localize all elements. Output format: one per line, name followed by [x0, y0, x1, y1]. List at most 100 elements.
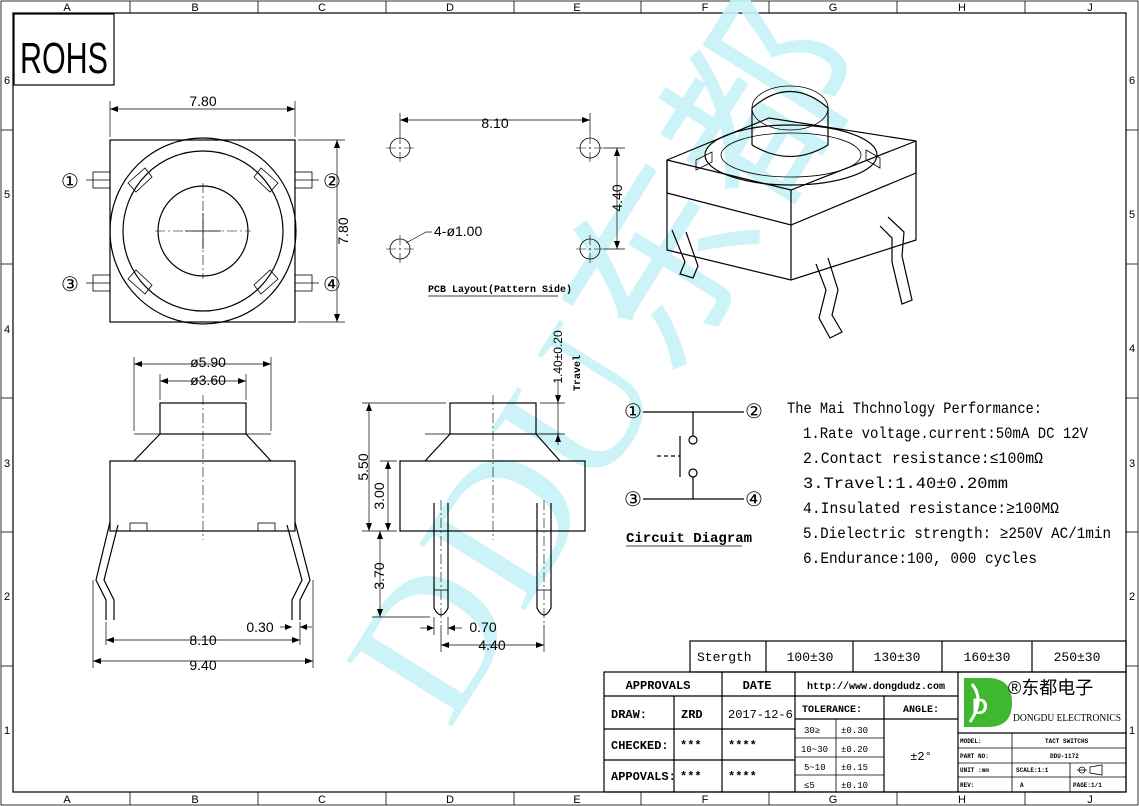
- column-label: A: [63, 794, 71, 806]
- circuit-diagram: ① ② ③ ④ Circuit Diagram: [624, 401, 763, 547]
- row-label: 4: [1129, 343, 1135, 355]
- rev-label: REV:: [960, 782, 974, 789]
- appovals-name: ***: [680, 770, 702, 784]
- model-value: TACT SWITCHS: [1045, 738, 1089, 745]
- circuit-pin-1: ①: [624, 401, 642, 423]
- column-label: H: [958, 794, 966, 806]
- column-label: G: [829, 2, 838, 14]
- performance-title: The Mai Thchnology Performance:: [787, 400, 1042, 418]
- draw-name: ZRD: [681, 708, 703, 722]
- strength-table: Stergth 100±30 130±30 160±30 250±30: [689, 640, 1127, 673]
- company-name-en: DONGDU ELECTRONICS: [1013, 713, 1121, 724]
- checked-label: CHECKED:: [611, 739, 669, 753]
- column-label: D: [446, 794, 454, 806]
- column-label: C: [318, 2, 326, 14]
- row-label: 2: [4, 591, 10, 603]
- projection-symbol-icon: [1077, 764, 1103, 776]
- circuit-pin-3: ③: [624, 489, 642, 511]
- svg-text:7.80: 7.80: [189, 93, 216, 109]
- column-label: B: [191, 794, 198, 806]
- draw-date: 2017-12-6: [728, 708, 793, 722]
- page-label: PAGE:1/1: [1073, 782, 1102, 789]
- tolerance-label: TOLERANCE:: [802, 705, 862, 716]
- strength-value: 130±30: [874, 650, 921, 665]
- tolerance-value: ±0.20: [841, 745, 868, 755]
- strength-label: Stergth: [697, 650, 752, 665]
- tolerance-value: ±0.10: [841, 781, 868, 791]
- performance-item: 6.Endurance:100, 000 cycles: [803, 550, 1037, 568]
- svg-text:ROHS: ROHS: [20, 34, 108, 83]
- strength-value: 160±30: [964, 650, 1011, 665]
- rev-value: A: [1020, 782, 1024, 789]
- row-label: 2: [1129, 591, 1135, 603]
- svg-text:1.40±0.20: 1.40±0.20: [551, 330, 565, 384]
- pin-1-label: ①: [61, 171, 79, 193]
- performance-item: 2.Contact resistance:≤100mΩ: [803, 450, 1043, 468]
- side-view: 1.40±0.20 Travel 5.50 3.00 3.70 0.70 4.4…: [355, 330, 586, 653]
- title-block: APPROVALS DATE DRAW: ZRD 2017-12-6 CHECK…: [603, 671, 1127, 793]
- strength-value: 250±30: [1054, 650, 1101, 665]
- appovals-date: ****: [728, 770, 757, 784]
- frame-row-labels: 6 5 4 3 2 1 6 5 4 3 2 1: [4, 75, 1135, 737]
- front-view: ø5.90 ø3.60 8.10 9.40 0.30: [92, 354, 314, 673]
- approvals-header: APPROVALS: [626, 679, 691, 693]
- svg-text:8.10: 8.10: [189, 632, 216, 648]
- website-url: http://www.dongdudz.com: [807, 681, 945, 693]
- svg-text:8.10: 8.10: [481, 115, 508, 131]
- part-label: PART NO:: [960, 753, 989, 760]
- svg-text:4.40: 4.40: [478, 637, 505, 653]
- checked-date: ****: [728, 739, 757, 753]
- svg-text:9.40: 9.40: [189, 657, 216, 673]
- svg-text:5.50: 5.50: [355, 453, 371, 480]
- column-label: D: [446, 2, 454, 14]
- row-label: 3: [4, 458, 10, 470]
- row-label: 4: [4, 324, 10, 336]
- column-label: J: [1087, 794, 1093, 806]
- performance-spec: The Mai Thchnology Performance: 1.Rate v…: [787, 400, 1111, 568]
- appovals-label: APPOVALS:: [611, 770, 676, 784]
- performance-item: 5.Dielectric strength: ≥250V AC/1min: [803, 525, 1111, 543]
- column-label: E: [573, 2, 580, 14]
- column-label: C: [318, 794, 326, 806]
- column-label: G: [829, 794, 838, 806]
- column-label: B: [191, 2, 198, 14]
- row-label: 6: [1129, 75, 1135, 87]
- column-label: E: [573, 794, 580, 806]
- top-view: 7.80 7.80 ① ② ③ ④: [61, 93, 351, 325]
- circuit-caption: Circuit Diagram: [626, 531, 752, 547]
- pin-2-label: ②: [323, 171, 341, 193]
- part-value: DDU-1172: [1050, 753, 1079, 760]
- row-label: 3: [1129, 458, 1135, 470]
- row-label: 5: [4, 189, 10, 201]
- row-label: 1: [1129, 725, 1135, 737]
- isometric-view: [666, 85, 917, 339]
- angle-label: ANGLE:: [903, 705, 939, 716]
- column-label: F: [702, 2, 709, 14]
- svg-text:D: D: [972, 694, 988, 719]
- svg-text:0.30: 0.30: [246, 619, 273, 635]
- scale-label: SCALE:1:1: [1016, 767, 1049, 774]
- pin-4-label: ④: [323, 274, 341, 296]
- strength-value: 100±30: [787, 650, 834, 665]
- circuit-pin-2: ②: [745, 401, 763, 423]
- company-logo: D: [964, 678, 1012, 727]
- pcb-layout: 8.10 4.40 4-ø1.00 PCB Layout(Pattern Sid…: [386, 113, 625, 297]
- pcb-layout-caption: PCB Layout(Pattern Side): [428, 284, 572, 296]
- draw-label: DRAW:: [611, 708, 647, 722]
- circuit-pin-4: ④: [745, 489, 763, 511]
- column-label: H: [958, 2, 966, 14]
- tolerance-value: ±0.15: [841, 763, 868, 773]
- column-label: A: [63, 2, 71, 14]
- model-label: MODEL:: [960, 738, 982, 745]
- performance-item: 3.Travel:1.40±0.20mm: [803, 475, 1008, 493]
- column-label: F: [702, 794, 709, 806]
- checked-name: ***: [680, 739, 702, 753]
- row-label: 6: [4, 75, 10, 87]
- svg-text:0.70: 0.70: [469, 619, 496, 635]
- tolerance-range: 10~30: [801, 745, 828, 755]
- frame-column-labels: A B C D E F G H J A B C D E F G H J: [63, 2, 1092, 806]
- svg-text:ø3.60: ø3.60: [190, 372, 226, 388]
- row-label: 1: [4, 725, 10, 737]
